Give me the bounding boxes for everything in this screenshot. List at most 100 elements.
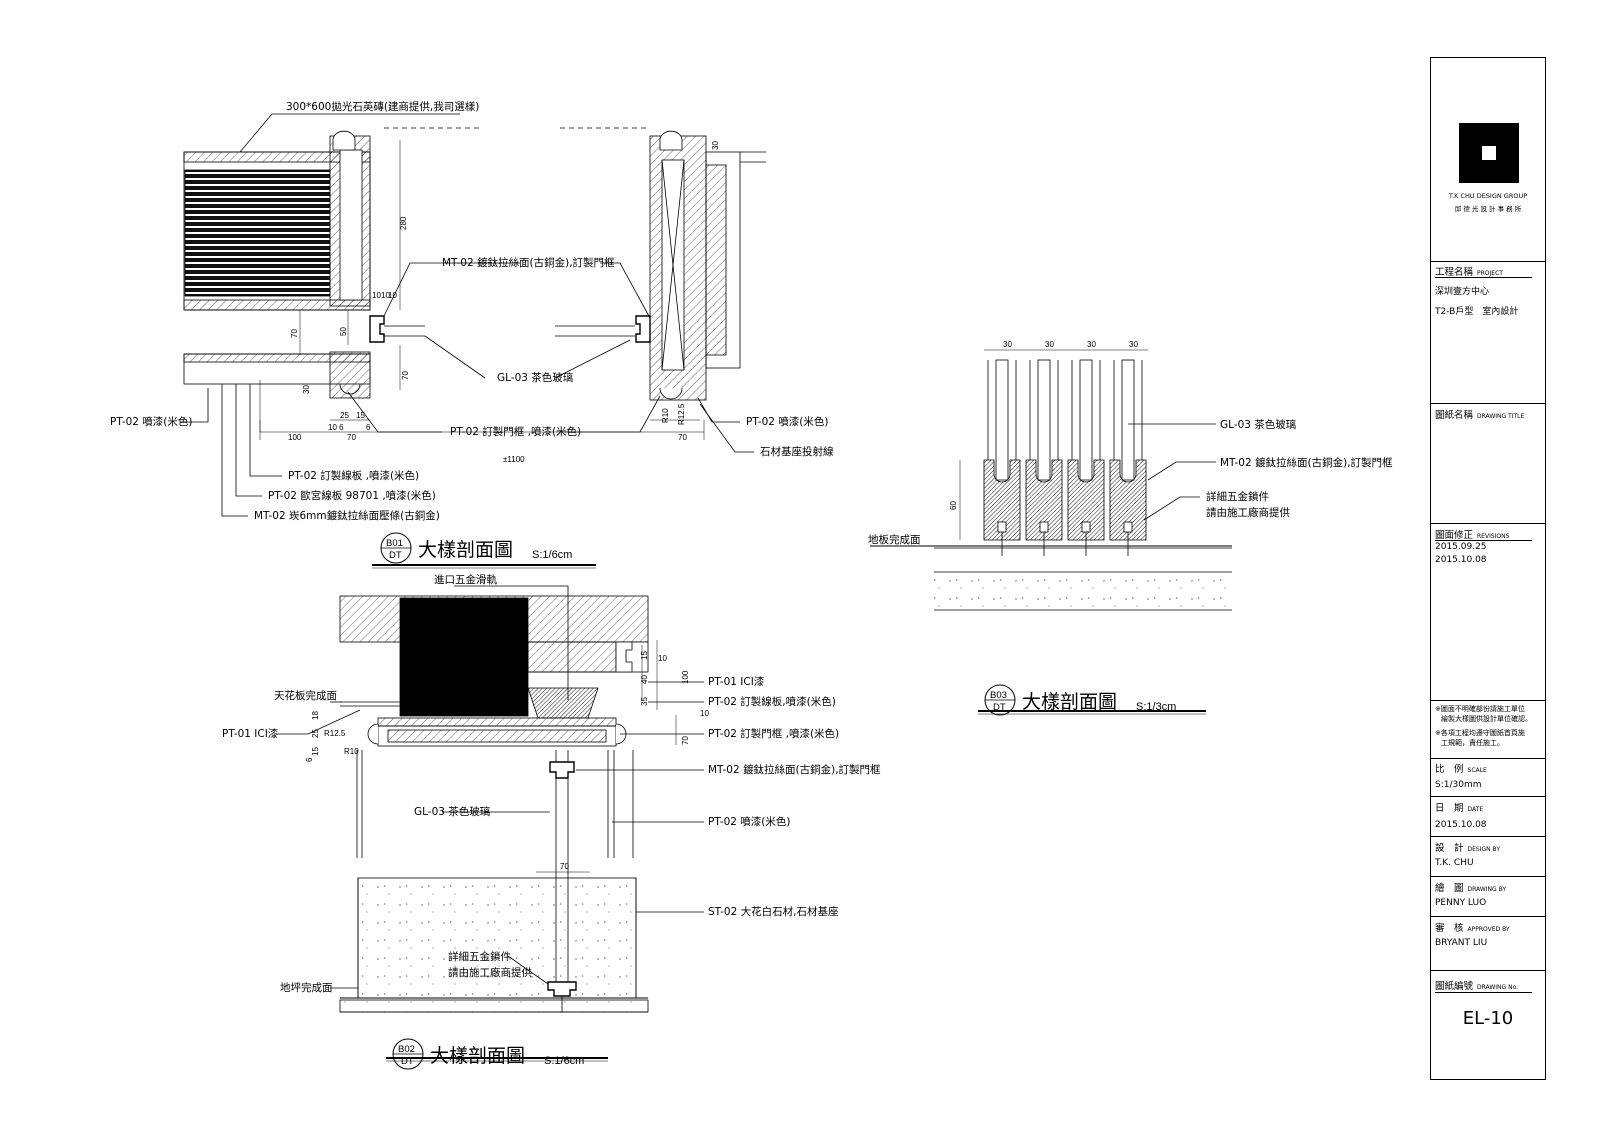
b01-badge-top: B01 [386, 538, 403, 549]
b01-dim-70d: 70 [678, 433, 687, 442]
b01-scale: S:1/6cm [532, 549, 572, 561]
b01-pt02-right: PT-02 噴漆(米色) [746, 415, 828, 428]
b02-stone: ST-02 大花白石材,石材基座 [708, 905, 838, 918]
design-value: T.K. CHU [1435, 858, 1474, 868]
b02-dim-r125: R12.5 [324, 729, 346, 738]
b01-trim3: MT-02 崁6mm鍍鈦拉絲面壓條(古銅金) [254, 509, 440, 522]
b01-dim-r125: R12.5 [677, 403, 686, 425]
note-2: ※各項工程均遵守圖紙首頁施 [1435, 729, 1525, 737]
b01-dim-25: 25 [340, 411, 349, 420]
approved-value: BRYANT LIU [1435, 938, 1488, 948]
note-2b: 工規範，責任施工。 [1441, 739, 1504, 747]
b02-pt01-left: PT-01 ICI漆 [222, 727, 279, 740]
b03-dim-60: 60 [949, 501, 958, 510]
b03-glass: GL-03 茶色玻璃 [1220, 418, 1296, 431]
b02-dim-15: 15 [640, 651, 649, 660]
b01-dim-70c: 70 [347, 433, 356, 442]
title-block: T.K CHU DESIGN GROUP 邱 德 光 設 計 事 務 所 工程名… [1430, 57, 1546, 1080]
b03-dim-30-4: 30 [1129, 340, 1138, 349]
note-1: ※圖面不明確部份請施工單位 [1435, 705, 1525, 713]
b02-badge-bot: DT [401, 1056, 414, 1067]
b02-dim-40: 40 [640, 675, 649, 684]
b02-frame: MT-02 鍍鈦拉絲面(古銅金),訂製門框 [708, 763, 881, 776]
b03-floor: 地板完成面 [868, 533, 921, 546]
b01-title: 大樣剖面圖 [418, 539, 513, 561]
b02-door-frame: PT-02 訂製門框 ,噴漆(米色) [708, 727, 839, 740]
b01-dim-30a: 30 [711, 141, 720, 150]
b02-dim-10: 10 [658, 654, 667, 663]
revision-1: 2015.09.25 [1435, 542, 1487, 552]
b01-dim-280: 280 [399, 216, 408, 230]
b02-hw1: 詳細五金鎖件 [448, 950, 511, 963]
b01-dim-1100: ±1100 [503, 455, 525, 464]
project-name: 深圳壹方中心 [1435, 287, 1490, 297]
b01-pt02-left: PT-02 噴漆(米色) [110, 415, 192, 428]
b02-dim-25: 25 [311, 729, 320, 738]
b02-scale: S:1/6cm [544, 1055, 584, 1067]
b03-hw1: 詳細五金鎖件 [1206, 490, 1269, 503]
drawing-number: EL-10 [1462, 1008, 1514, 1029]
b02-paint: PT-02 噴漆(米色) [708, 815, 790, 828]
left-frame-profile [369, 315, 385, 343]
b01-dim-50: 50 [339, 327, 348, 336]
b03-dim-30-1: 30 [1003, 340, 1012, 349]
b01-frame-note: MT-02 鍍鈦拉絲面(古銅金),訂製門框 [442, 256, 615, 269]
b01-trim1: PT-02 訂製線板 ,噴漆(米色) [288, 469, 419, 482]
tile-block [184, 169, 331, 297]
revision-2: 2015.10.08 [1435, 555, 1487, 565]
b01-dim-30b: 30 [302, 385, 311, 394]
date-value: 2015.10.08 [1435, 820, 1487, 830]
b01-door-frame: PT-02 訂製門框 ,噴漆(米色) [450, 425, 581, 438]
b02-glass: GL-03 茶色玻璃 [414, 805, 490, 818]
b03-hw2: 請由施工廠商提供 [1206, 506, 1290, 519]
detail-b02 [276, 585, 704, 1070]
b01-dim-10: 10 [372, 291, 381, 300]
stone-base [357, 877, 637, 999]
b01-badge-bot: DT [389, 550, 402, 561]
detail-b01 [180, 113, 766, 569]
b01-glass-note: GL-03 茶色玻璃 [497, 371, 573, 384]
detail-b01-labels: 300*600拋光石英磚(建商提供,我司選樣) MT-02 鍍鈦拉絲面(古銅金)… [110, 100, 834, 561]
b03-frame: MT-02 鍍鈦拉絲面(古銅金),訂製門框 [1220, 456, 1393, 469]
b02-dim-70: 70 [681, 736, 690, 745]
b01-dim-70b: 70 [401, 371, 410, 380]
rail-bracket [527, 687, 599, 719]
b01-dim-106: 10 6 [328, 423, 344, 432]
b02-badge-top: B02 [398, 1044, 415, 1055]
b02-dim-100: 100 [681, 670, 690, 684]
b01-dim-10b: 10 [381, 291, 390, 300]
b02-title: 大樣剖面圖 [430, 1045, 525, 1067]
b01-dim-6: 6 [366, 423, 371, 432]
b02-dim-70b: 70 [560, 862, 569, 871]
b03-scale: S:1/3cm [1136, 701, 1176, 713]
b01-trim2: PT-02 歐宮線板 98701 ,噴漆(米色) [268, 489, 436, 502]
b02-dim-35: 35 [640, 697, 649, 706]
b03-fin [1025, 359, 1063, 556]
b01-dim-70a: 70 [290, 329, 299, 338]
rail-box [399, 597, 529, 717]
b01-dim-10c: 10 [388, 291, 397, 300]
right-frame-profile [635, 315, 651, 343]
company-name-zh: 邱 德 光 設 計 事 務 所 [1454, 205, 1522, 213]
b03-fin [983, 359, 1021, 556]
detail-b03-labels: 30 30 30 30 60 GL-03 茶色玻璃 MT-02 鍍鈦拉絲面(古銅… [868, 340, 1393, 713]
b02-hw2: 請由施工廠商提供 [448, 966, 532, 979]
b01-tile-note: 300*600拋光石英磚(建商提供,我司選樣) [286, 100, 479, 113]
b01-dim-15: 15 [356, 411, 365, 420]
b03-fin [1067, 359, 1105, 556]
scale-value: S:1/30mm [1435, 780, 1482, 790]
project-sub: T2-B戶型 室內設計 [1435, 307, 1519, 317]
b02-dim-6: 6 [305, 757, 314, 762]
b03-badge-bot: DT [993, 702, 1006, 713]
b01-dim-100: 100 [288, 433, 302, 442]
b02-trim: PT-02 訂製線板,噴漆(米色) [708, 695, 836, 708]
